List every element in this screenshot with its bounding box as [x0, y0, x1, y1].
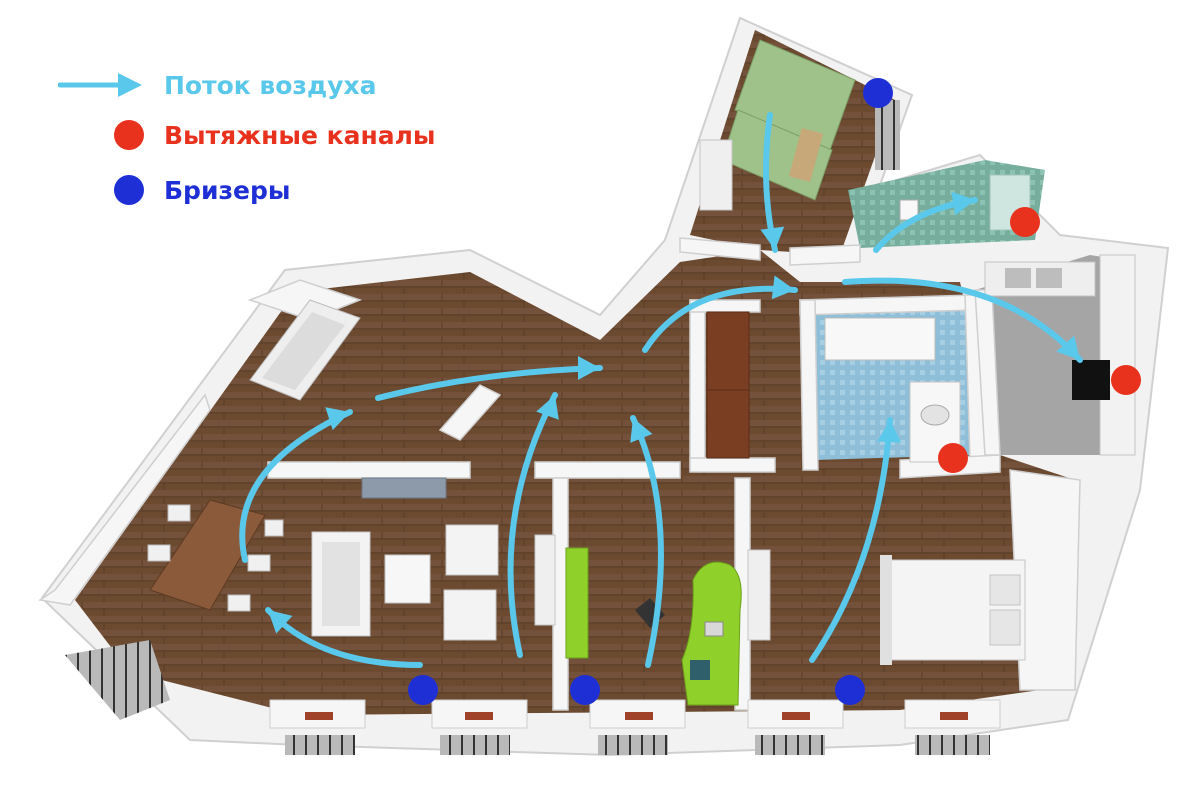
- wall-closet: [689, 299, 706, 471]
- airflow-arrowhead: [630, 418, 653, 443]
- blue-dot-icon: [114, 175, 144, 205]
- balcony-rail: [598, 735, 668, 755]
- airflow-arrowhead: [578, 356, 600, 380]
- stove-hood: [1072, 360, 1110, 400]
- airflow-arrowhead: [536, 395, 559, 420]
- red-dot-icon: [114, 120, 144, 150]
- chair: [147, 544, 171, 562]
- legend-airflow: Поток воздуха: [58, 70, 376, 100]
- books: [690, 660, 710, 680]
- green-wardrobe: [565, 547, 589, 659]
- airflow-arrowhead: [877, 420, 902, 443]
- airflow-arrow: [375, 365, 603, 401]
- armchair: [443, 589, 497, 641]
- coffee-table: [384, 554, 431, 604]
- balcony-rail: [755, 735, 825, 755]
- wardrobe-right: [747, 549, 771, 641]
- airflow-arrowhead: [325, 407, 350, 431]
- breather-marker: [835, 675, 865, 705]
- dining-table: [147, 499, 284, 612]
- airflow-arrowhead: [760, 226, 785, 250]
- chair: [227, 594, 251, 612]
- breather-marker: [863, 78, 893, 108]
- wall-living-divider: [267, 461, 471, 479]
- kitchen-floor: [975, 255, 1135, 455]
- living-sofa: [311, 531, 371, 637]
- sink: [920, 404, 950, 426]
- exhaust-vent-marker: [1010, 207, 1040, 237]
- wall-corridor-left: [534, 461, 681, 479]
- chair: [264, 519, 284, 537]
- wall-bunk-bottom: [679, 237, 761, 261]
- wall-diagonal-stub: [438, 384, 502, 441]
- legend-breather-label: Бризеры: [164, 175, 291, 205]
- airflow-arrowhead: [1056, 335, 1080, 360]
- closet-cabinet: [706, 311, 750, 459]
- balcony-rail: [440, 735, 510, 755]
- bunk-bed: [721, 39, 856, 201]
- wall-closet-bottom: [689, 457, 776, 473]
- airflow-arrowhead: [951, 191, 975, 216]
- wall-bath-left: [799, 299, 819, 471]
- bunk-room-cabinet: [699, 139, 733, 211]
- airflow-arrowhead: [268, 610, 293, 634]
- legend-airflow-label: Поток воздуха: [164, 70, 377, 100]
- balcony-rail: [875, 100, 900, 170]
- balcony-rail: [65, 640, 170, 720]
- legend-exhaust: Вытяжные каналы: [58, 120, 436, 150]
- chair: [247, 554, 271, 572]
- wall-left-outer: [38, 393, 211, 606]
- wall-toilet-bottom: [789, 244, 861, 266]
- balconies: [65, 100, 1001, 755]
- exhaust-vent-marker: [1111, 365, 1141, 395]
- balcony-rail: [285, 735, 355, 755]
- tv-stand: [361, 477, 447, 499]
- sofa-top-left: [249, 299, 361, 401]
- airflow-arrow: [507, 392, 558, 658]
- airflow-arrow: [239, 409, 353, 563]
- kitchen-sink: [1036, 268, 1062, 288]
- laptop: [704, 621, 724, 637]
- double-bed: [880, 555, 1026, 665]
- legend-breather: Бризеры: [58, 175, 290, 205]
- kitchen-sink: [1005, 268, 1031, 288]
- interior-walls: [38, 237, 1081, 711]
- airflow-arrows: [239, 112, 1083, 668]
- breather-marker: [408, 675, 438, 705]
- airflow-arrow: [630, 415, 664, 668]
- airflow-arrowhead: [771, 275, 795, 300]
- airflow-arrow-icon: [58, 73, 142, 97]
- airflow-arrow: [642, 285, 798, 353]
- armchair: [445, 524, 499, 576]
- wall-room-left: [552, 477, 569, 711]
- bathtub: [824, 317, 936, 361]
- breather-marker: [570, 675, 600, 705]
- balcony-rail: [915, 735, 990, 755]
- airflow-arrow: [842, 277, 1083, 363]
- legend-exhaust-label: Вытяжные каналы: [164, 120, 436, 150]
- exhaust-vent-marker: [938, 443, 968, 473]
- shelf: [534, 534, 556, 626]
- kitchen-counter-right: [1099, 254, 1136, 456]
- airflow-arrow: [809, 417, 893, 663]
- vent-markers: [408, 78, 1141, 705]
- chair: [167, 504, 191, 522]
